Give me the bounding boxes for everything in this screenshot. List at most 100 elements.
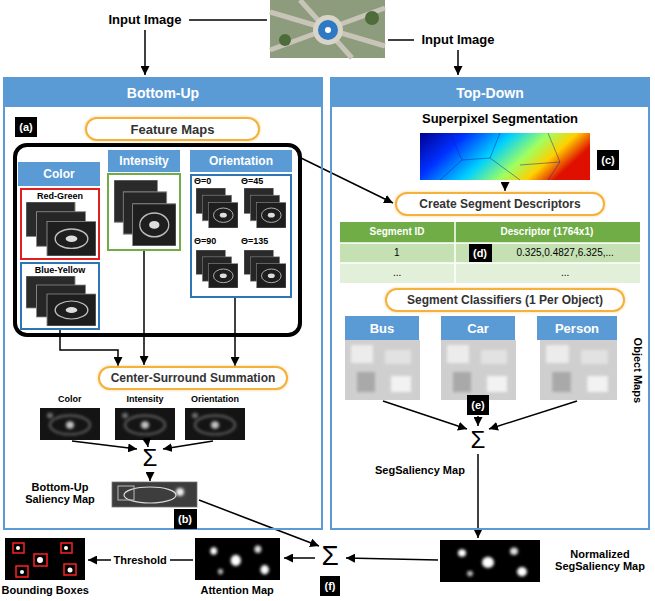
- node-text: Θ=0: [194, 176, 211, 186]
- flow-arrow: [234, 298, 236, 366]
- node-text: (e): [471, 399, 484, 411]
- input-photo: [270, 0, 385, 58]
- callout-box: (f): [320, 576, 340, 596]
- map-caption: Orientation: [191, 394, 239, 404]
- node-text: Intensity: [119, 154, 168, 168]
- node-text: (a): [19, 121, 32, 133]
- map-caption: Bottom-Up Saliency Map: [13, 481, 108, 506]
- color-map-box: Red-Green: [20, 188, 100, 260]
- object-header: Person: [537, 316, 617, 340]
- photo-path: [270, 0, 385, 58]
- flow-arrow: [60, 330, 118, 366]
- feature-map-stack: [114, 180, 176, 246]
- node-text: Bottom-Up: [5, 79, 321, 107]
- color-map-box: Blue-Yellow: [20, 262, 100, 330]
- input-label: Input Image: [422, 33, 495, 48]
- node-text: (c): [601, 154, 614, 166]
- arrow: [72, 441, 137, 449]
- feature-map-stack: [196, 188, 238, 228]
- stage-oval: Create Segment Descriptors: [395, 192, 605, 216]
- bottom-up-saliency-image: [112, 482, 197, 507]
- arrow: [301, 158, 393, 203]
- arrow: [143, 251, 145, 365]
- callout-box: (d): [469, 244, 492, 262]
- table-header-cell: Descriptor (1764x1): [501, 226, 594, 238]
- connectors: [60, 298, 235, 366]
- feature-header: Color: [18, 162, 100, 186]
- object-header: Car: [441, 316, 515, 340]
- conspicuity-map: [40, 408, 100, 440]
- map-caption: SegSaliency Map: [375, 464, 465, 477]
- stage-oval: Feature Maps: [85, 117, 260, 141]
- photo-ground: [270, 0, 385, 58]
- map-caption: Bounding Boxes: [2, 584, 89, 597]
- photo-tree: [279, 34, 291, 46]
- node-text: Feature Maps: [131, 122, 215, 137]
- map-caption: Intensity: [127, 394, 164, 404]
- bounding-box-image: [5, 538, 85, 580]
- arrow: [504, 182, 506, 191]
- sum-symbol: Σ: [471, 426, 486, 454]
- stage-oval: Segment Classifiers (1 Per Object): [385, 288, 625, 312]
- map-blob: [20, 570, 24, 574]
- map-patch: [118, 486, 134, 500]
- side-caption: Object Maps: [631, 337, 644, 402]
- feature-map-stack: [244, 188, 286, 228]
- sum-symbol: Σ: [322, 540, 339, 572]
- attention-map-image: [195, 538, 280, 580]
- callout-box: (e): [467, 395, 489, 415]
- table-rules: [340, 222, 640, 283]
- node-text: (f): [325, 580, 336, 592]
- map-blob: [37, 557, 43, 563]
- normalized-saliency-image: [440, 540, 540, 582]
- feature-header: Orientation: [190, 150, 292, 172]
- input-label: Input Image: [109, 13, 182, 28]
- step-title: Superpixel Segmentation: [422, 112, 578, 127]
- node-text: Orientation: [209, 154, 273, 168]
- table-header-cell: Segment ID: [370, 226, 425, 238]
- feature-map-stack: [26, 202, 96, 256]
- map-caption: Normalized SegSaliency Map: [550, 548, 650, 573]
- node-text: Θ=90: [194, 236, 216, 246]
- stage-oval: Center-Surround Summation: [98, 366, 288, 390]
- table-row: [340, 263, 640, 283]
- arrow: [477, 454, 479, 538]
- map-ground: [112, 482, 197, 507]
- arrow: [284, 557, 315, 559]
- node-text: Red-Green: [37, 191, 83, 201]
- table-cell: 1: [394, 247, 400, 259]
- arrow: [477, 416, 479, 426]
- photo-spray: [325, 27, 331, 33]
- node-text: Color: [43, 167, 74, 181]
- arrow: [144, 30, 146, 75]
- conspicuity-map: [185, 408, 245, 440]
- node-text: (d): [473, 247, 487, 259]
- feature-map-stack: [244, 250, 286, 288]
- leader-line: [388, 39, 414, 41]
- object-map: [441, 340, 516, 400]
- superpixel-image: [420, 133, 590, 180]
- node-text: Car: [467, 321, 489, 336]
- feature-header: Intensity: [108, 150, 180, 172]
- step-label: Threshold: [111, 554, 170, 567]
- node-text: Θ=45: [241, 176, 263, 186]
- object-map: [345, 340, 420, 400]
- conspicuity-map: [115, 408, 175, 440]
- node-text: Θ=135: [241, 236, 268, 246]
- node-text: Blue-Yellow: [35, 265, 86, 275]
- sum-symbol: Σ: [143, 444, 158, 472]
- feature-group-outline: [15, 145, 300, 335]
- map-blob: [176, 488, 184, 496]
- node-text: Bus: [370, 321, 395, 336]
- node-text: Create Segment Descriptors: [419, 197, 580, 211]
- callout-box: (a): [15, 117, 37, 137]
- map-blob: [68, 568, 73, 573]
- detection-box: [16, 566, 28, 577]
- node-text: Center-Surround Summation: [111, 371, 276, 385]
- photo-plaza: [313, 15, 343, 45]
- detection-box: [13, 543, 24, 553]
- table-cell: 0.325,0.4827,6.325,...: [517, 247, 614, 259]
- arrow: [346, 558, 438, 560]
- detection-box: [61, 543, 72, 553]
